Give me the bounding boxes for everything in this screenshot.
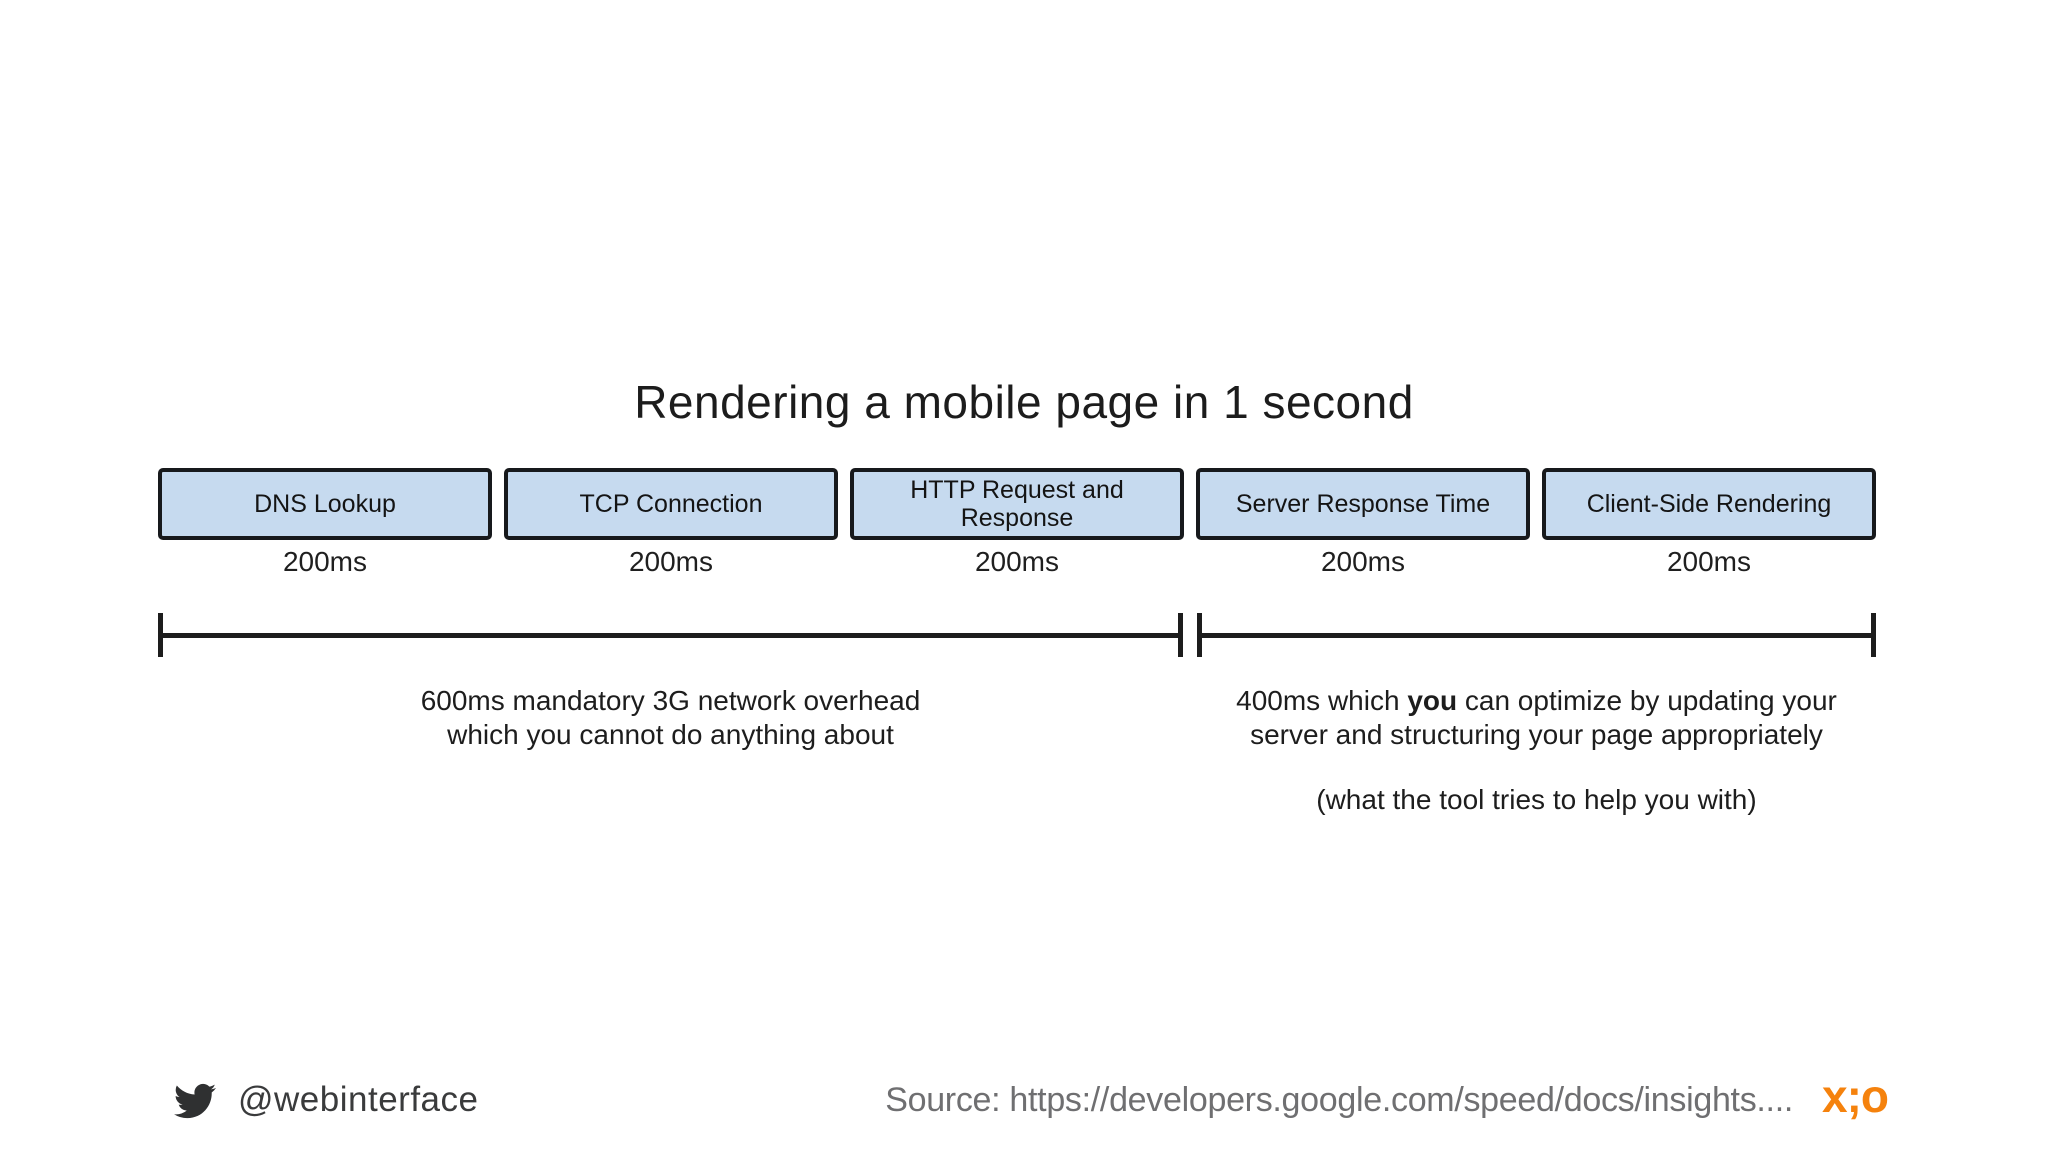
duration-label-http: 200ms — [974, 546, 1060, 577]
phase-box-http-request-response: HTTP Request and Response — [850, 468, 1184, 540]
duration-label-tcp: 200ms — [628, 546, 714, 577]
phase-label: Client-Side Rendering — [1586, 490, 1832, 518]
twitter-handle: @webinterface — [238, 1080, 479, 1119]
phase-label: TCP Connection — [579, 490, 763, 518]
twitter-icon — [172, 1080, 218, 1122]
duration-label-dns: 200ms — [282, 546, 368, 577]
caption-400ms: 400ms which you can optimize by updating… — [1197, 684, 1876, 752]
caption-text: 400ms which — [1236, 685, 1408, 716]
caption-line: which you cannot do anything about — [447, 719, 894, 750]
xo-logo: x;o — [1822, 1070, 1889, 1122]
bracket-line — [1197, 633, 1876, 638]
phase-label: HTTP Request and Response — [910, 476, 1124, 532]
bracket-tick — [1871, 613, 1876, 657]
phase-box-client-side-rendering: Client-Side Rendering — [1542, 468, 1876, 540]
phase-label: DNS Lookup — [254, 490, 396, 518]
caption-line: 600ms mandatory 3G network overhead — [420, 685, 921, 716]
timeline-strip: DNS Lookup TCP Connection HTTP Request a… — [158, 468, 1876, 540]
phase-box-tcp-connection: TCP Connection — [504, 468, 838, 540]
caption-note: (what the tool tries to help you with) — [1316, 784, 1757, 815]
phase-box-server-response-time: Server Response Time — [1196, 468, 1530, 540]
durations-row: 200ms 200ms 200ms 200ms 200ms — [158, 546, 1876, 578]
duration-label-server: 200ms — [1320, 546, 1406, 577]
caption-text-bold: you — [1407, 685, 1458, 716]
bracket-line — [158, 633, 1183, 638]
duration-label-client: 200ms — [1666, 546, 1752, 577]
source-text: Source: https://developers.google.com/sp… — [885, 1081, 1793, 1119]
bracket-400ms — [1197, 613, 1876, 657]
phase-label: Server Response Time — [1235, 490, 1491, 518]
phase-box-dns-lookup: DNS Lookup — [158, 468, 492, 540]
caption-line: server and structuring your page appropr… — [1250, 719, 1823, 750]
bracket-600ms — [158, 613, 1183, 657]
bracket-tick — [1178, 613, 1183, 657]
page-title: Rendering a mobile page in 1 second — [634, 375, 1414, 428]
caption-line: 400ms which you can optimize by updating… — [1197, 684, 1876, 718]
caption-600ms: 600ms mandatory 3G network overhead whic… — [158, 684, 1183, 752]
caption-text: can optimize by updating your — [1457, 685, 1837, 716]
